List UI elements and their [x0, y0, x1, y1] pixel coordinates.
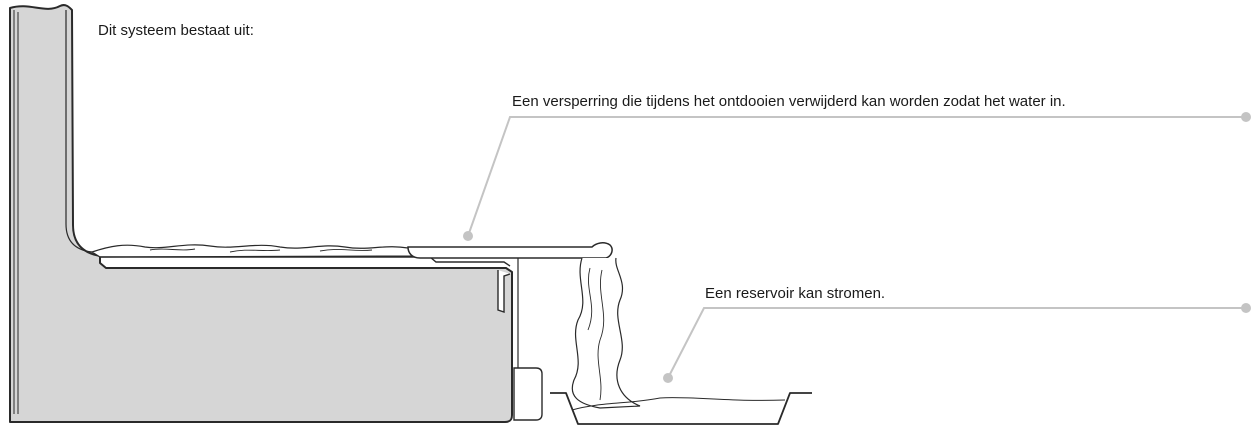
freezer-wall: [9, 4, 513, 423]
reservoir-tray: [550, 392, 812, 425]
drain-bracket: [497, 270, 511, 313]
barrier-plate: [407, 242, 613, 259]
water-stream: [571, 257, 641, 409]
motor-box: [513, 367, 543, 421]
wall-inner-edge: [65, 10, 93, 253]
leader-barrier: [463, 112, 1251, 241]
reservoir-callout-label: Een reservoir kan stromen.: [705, 285, 886, 302]
water-stream-lines: [587, 267, 605, 401]
intro-text: Dit systeem bestaat uit:: [98, 22, 254, 39]
wall-outer-edge: [13, 10, 19, 414]
floor-step: [100, 256, 511, 267]
frost-lines: [149, 248, 373, 253]
frost-layer: [90, 244, 431, 258]
barrier-callout-label: Een versperring die tijdens het ontdooie…: [512, 93, 1066, 110]
leader-reservoir: [663, 303, 1251, 383]
reservoir-water: [571, 397, 786, 411]
